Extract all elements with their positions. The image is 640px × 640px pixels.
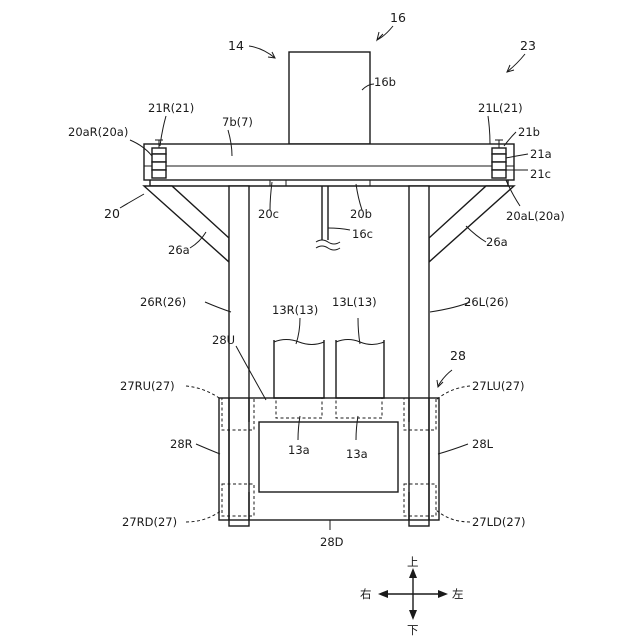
label-21c: 21c xyxy=(530,167,551,181)
brace-26a-left xyxy=(429,186,514,262)
label-14: 14 xyxy=(228,38,244,53)
label-13a-left: 13a xyxy=(346,447,368,461)
label-27LD: 27LD(27) xyxy=(472,515,526,529)
label-28: 28 xyxy=(450,348,466,363)
label-27RU: 27RU(27) xyxy=(120,379,175,393)
label-20b: 20b xyxy=(350,207,372,221)
compass-down-label: 下 xyxy=(407,623,419,637)
frame-window xyxy=(259,422,398,492)
label-27RD: 27RD(27) xyxy=(122,515,177,529)
label-16b: 16b xyxy=(374,75,396,89)
bracket-plate-20 xyxy=(150,180,508,186)
label-13L: 13L(13) xyxy=(332,295,377,309)
compass-up-label: 上 xyxy=(407,555,419,569)
label-16c: 16c xyxy=(352,227,373,241)
compass-right-label: 右 xyxy=(360,587,372,601)
label-21b: 21b xyxy=(518,125,540,139)
label-21R: 21R(21) xyxy=(148,101,194,115)
label-26a-right: 26a xyxy=(168,243,190,257)
label-23: 23 xyxy=(520,38,536,53)
label-20: 20 xyxy=(104,206,120,221)
label-27LU: 27LU(27) xyxy=(472,379,525,393)
cylinder-13R xyxy=(274,340,324,399)
label-21L: 21L(21) xyxy=(478,101,523,115)
rod-end-13a-right xyxy=(276,398,322,418)
label-26L: 26L(26) xyxy=(464,295,509,309)
rod-end-13a-left xyxy=(336,398,382,418)
label-13R: 13R(13) xyxy=(272,303,318,317)
label-26R: 26R(26) xyxy=(140,295,186,309)
top-plate-7b xyxy=(144,144,514,180)
label-7b: 7b(7) xyxy=(222,115,253,129)
label-20aR: 20aR(20a) xyxy=(68,125,128,139)
label-20c: 20c xyxy=(258,207,279,221)
label-26a-left: 26a xyxy=(486,235,508,249)
label-28L: 28L xyxy=(472,437,494,451)
label-20aL: 20aL(20a) xyxy=(506,209,565,223)
actuator-body-16b xyxy=(289,52,370,144)
label-28U: 28U xyxy=(212,333,235,347)
direction-compass xyxy=(378,568,448,620)
compass-left-label: 左 xyxy=(452,587,464,601)
label-13a-right: 13a xyxy=(288,443,310,457)
label-21a: 21a xyxy=(530,147,552,161)
column-26L xyxy=(409,186,429,526)
cylinder-13L xyxy=(336,340,384,399)
label-16: 16 xyxy=(390,10,406,25)
label-28R: 28R xyxy=(170,437,193,451)
label-28D: 28D xyxy=(320,535,344,549)
column-26R xyxy=(229,186,249,526)
